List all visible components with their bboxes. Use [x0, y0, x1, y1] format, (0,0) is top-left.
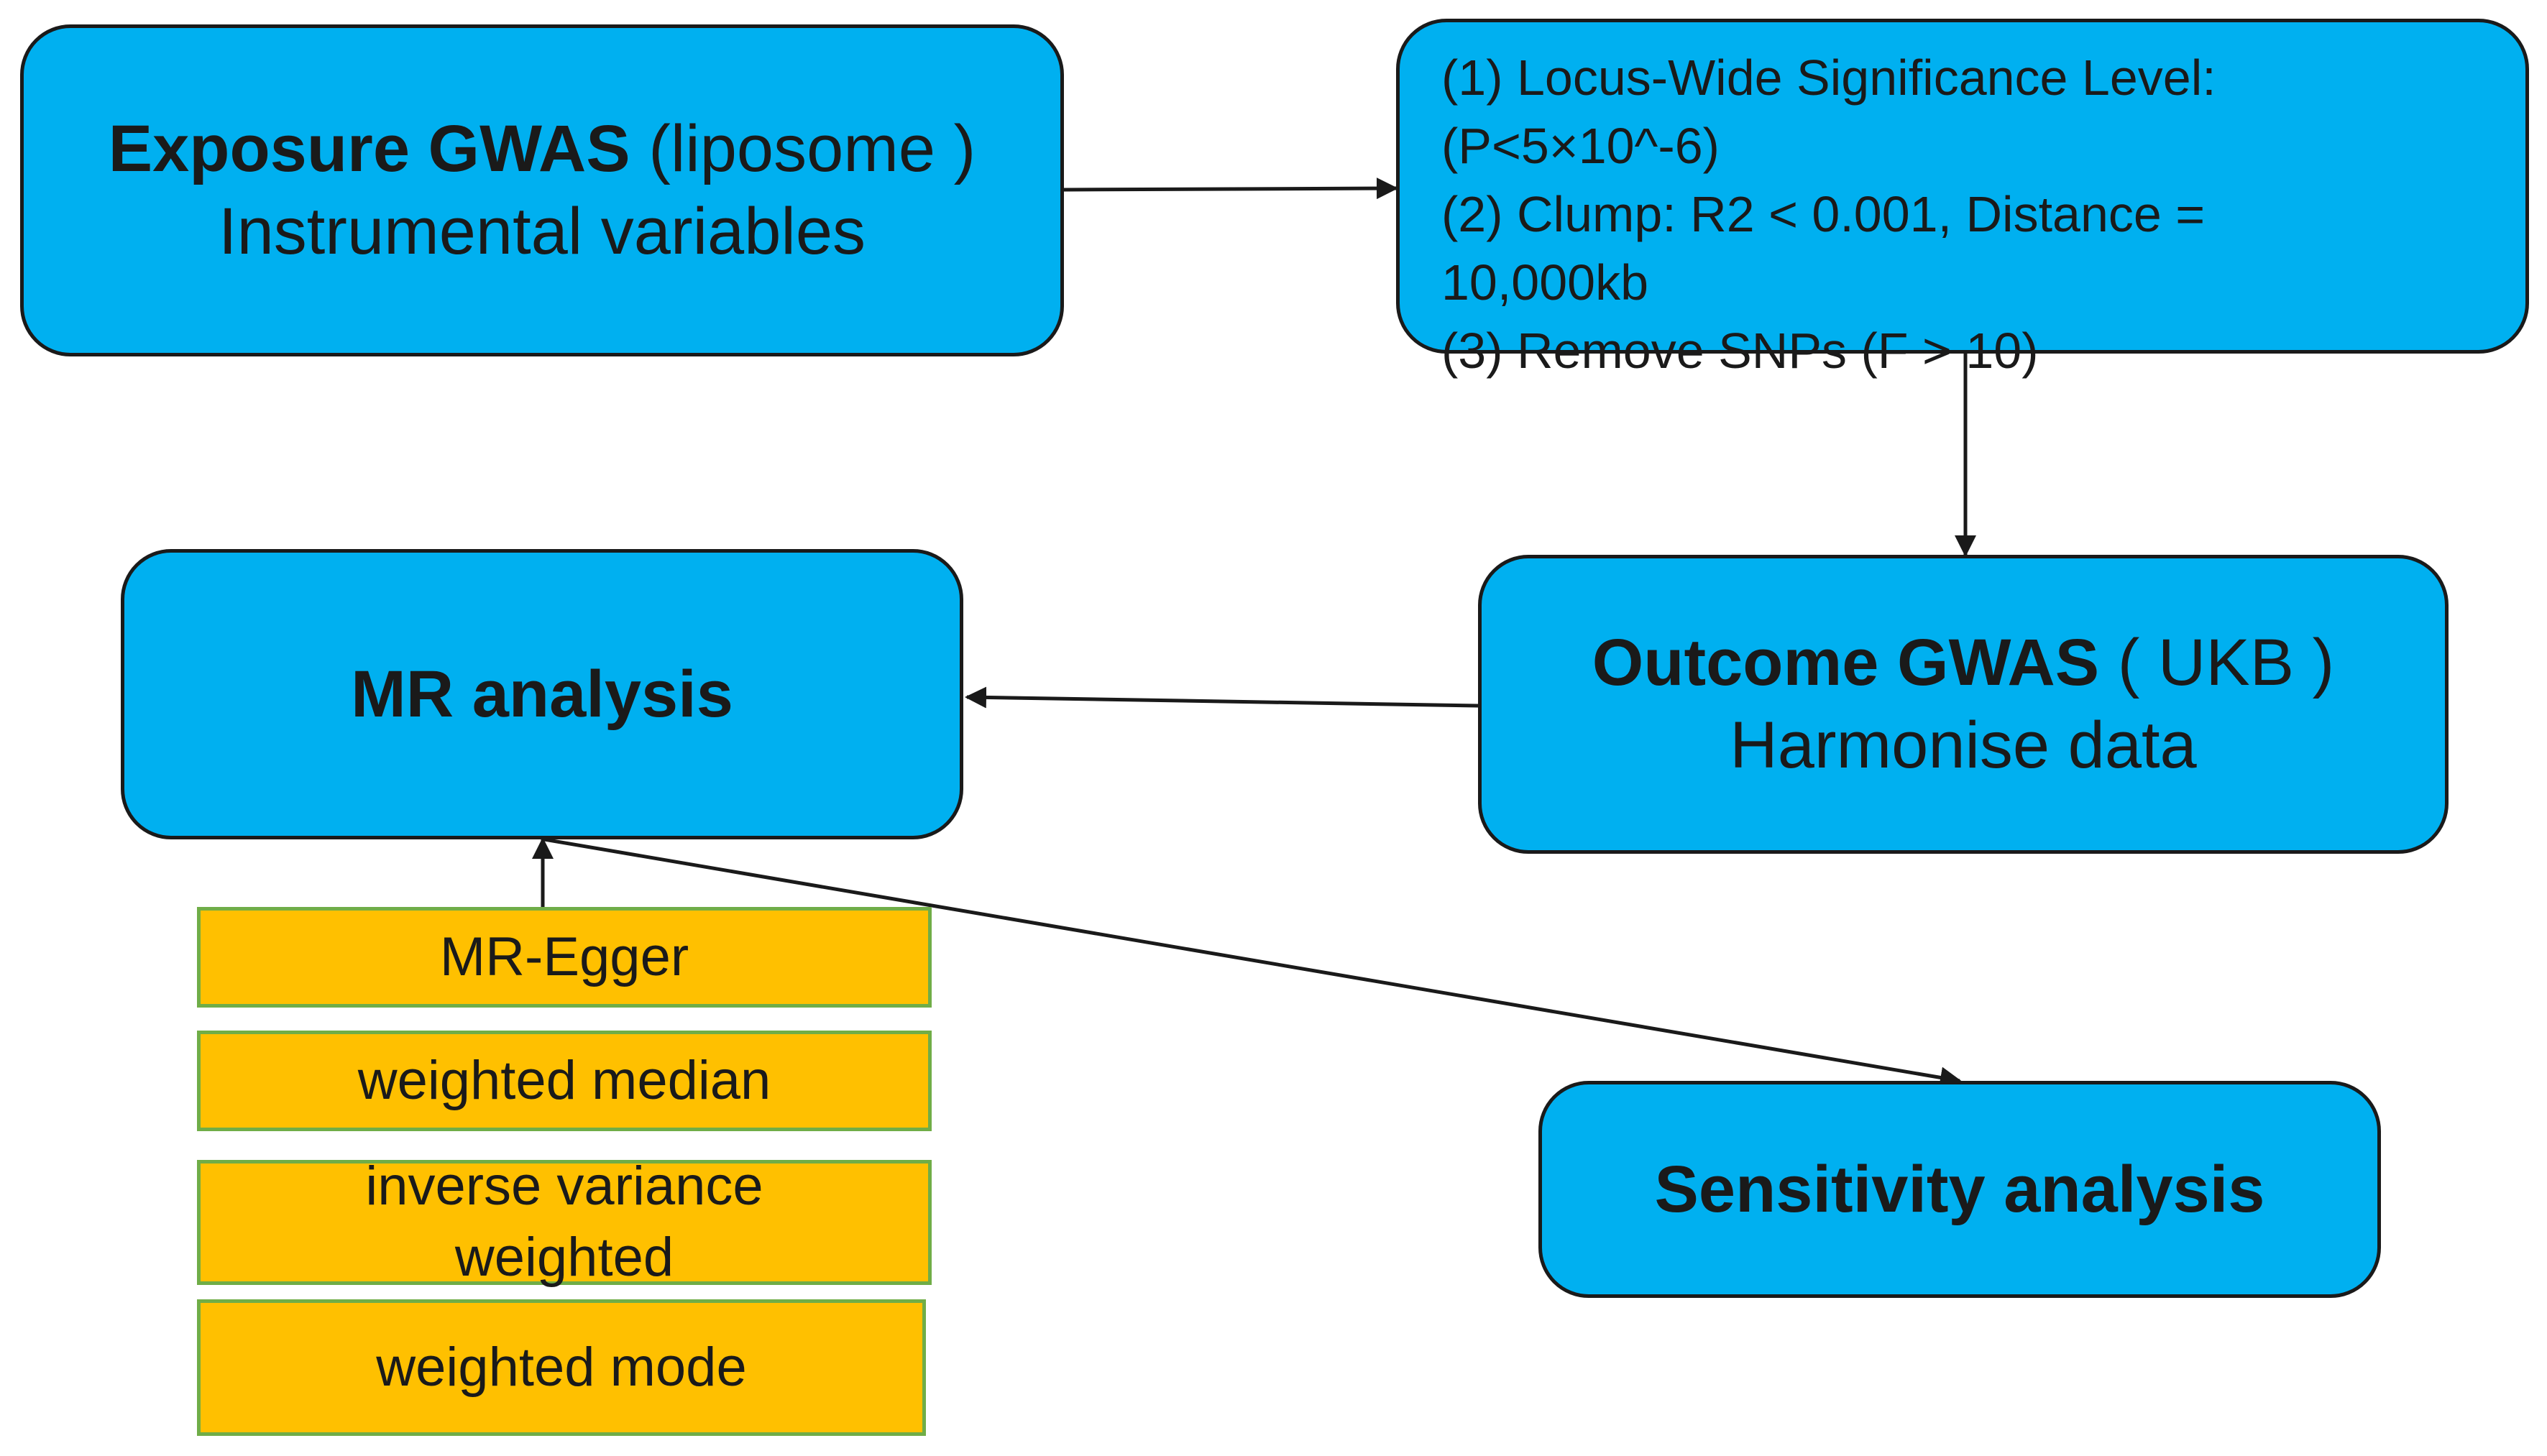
method-ivw-label-line-2: weighted [454, 1227, 674, 1288]
criteria-line-4: 10,000kb [1441, 254, 1649, 310]
criteria-line-5: (3) Remove SNPs (F > 10) [1441, 323, 2039, 379]
method-weighted-mode-label: weighted mode [376, 1336, 747, 1398]
exposure-gwas-box: Exposure GWAS (liposome ) Instrumental v… [20, 24, 1064, 356]
arrow-exposure-to-criteria [1063, 178, 1398, 200]
criteria-line-1: (1) Locus-Wide Significance Level: [1441, 50, 2216, 106]
criteria-line-3: (2) Clump: R2 < 0.001, Distance = [1441, 186, 2206, 242]
outcome-gwas-box: Outcome GWAS ( UKB ) Harmonise data [1478, 555, 2449, 854]
method-mr-egger: MR-Egger [197, 907, 932, 1008]
criteria-line-2: (P<5×10^-6) [1441, 118, 1720, 174]
outcome-title-rest: ( UKB ) [2099, 626, 2335, 699]
outcome-subtitle: Harmonise data [1730, 709, 2197, 782]
mr-analysis-title: MR analysis [351, 657, 733, 731]
outcome-title-bold: Outcome GWAS [1592, 626, 2100, 699]
outcome-title: Outcome GWAS ( UKB ) [1592, 622, 2335, 704]
arrow-outcome-to-mr-analysis [965, 686, 1479, 709]
exposure-title-rest: (liposome ) [630, 112, 976, 185]
method-weighted-median-label: weighted median [357, 1049, 771, 1111]
method-mr-egger-label: MR-Egger [439, 926, 689, 987]
mr-analysis-box: MR analysis [121, 549, 963, 839]
sensitivity-analysis-box: Sensitivity analysis [1538, 1081, 2381, 1298]
exposure-title-bold: Exposure GWAS [108, 112, 630, 185]
selection-criteria-box: (1) Locus-Wide Significance Level: (P<5×… [1396, 19, 2529, 379]
method-ivw-label-line-1: inverse variance [365, 1156, 763, 1217]
method-weighted-median: weighted median [197, 1031, 932, 1131]
sensitivity-analysis-title: Sensitivity analysis [1654, 1152, 2265, 1226]
method-inverse-variance-weighted: inverse variance weighted [197, 1156, 932, 1288]
exposure-title: Exposure GWAS (liposome ) [109, 108, 976, 190]
exposure-subtitle: Instrumental variables [219, 195, 866, 268]
method-weighted-mode: weighted mode [197, 1299, 926, 1436]
